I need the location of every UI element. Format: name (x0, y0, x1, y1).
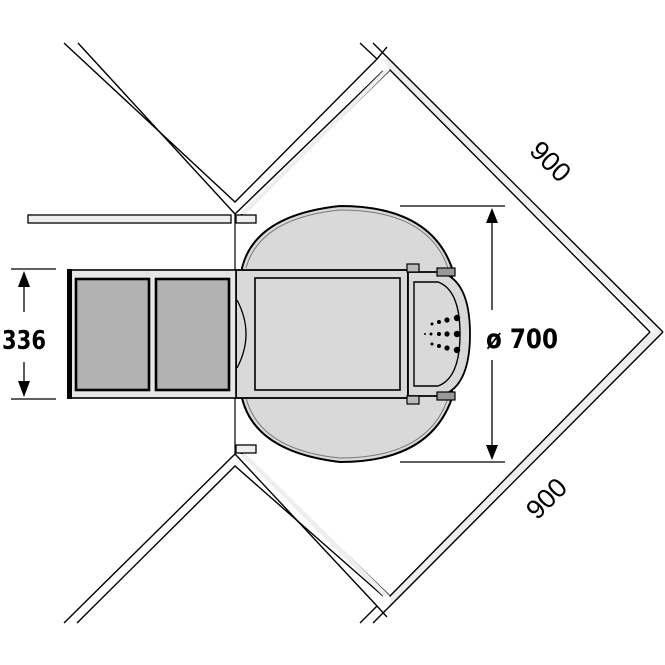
pull-out-frame (67, 269, 237, 399)
turntable-diameter-label: ø 700 (486, 324, 558, 355)
center-bin (254, 277, 401, 391)
drawer-width-label: 336 (2, 326, 46, 356)
lower-left-cabinet-walls (63, 452, 384, 624)
upper-left-cabinet-walls (63, 42, 384, 216)
outer-cabinet-walls (239, 42, 664, 624)
front-handle (406, 263, 471, 405)
center-frame (235, 269, 409, 399)
cabinet-side-top-label: 900 (524, 135, 577, 188)
bin-right (154, 277, 231, 392)
swing-arc (236, 299, 247, 369)
upper-door-panel (27, 214, 257, 272)
dimension-drawer-width: 336 (2, 268, 56, 400)
perforation-dots (424, 314, 461, 354)
cabinet-side-bottom-label: 900 (520, 472, 573, 525)
dimension-turntable-diameter: ø 700 (400, 205, 558, 463)
bin-left (74, 277, 151, 392)
lower-door-panel (234, 398, 257, 454)
